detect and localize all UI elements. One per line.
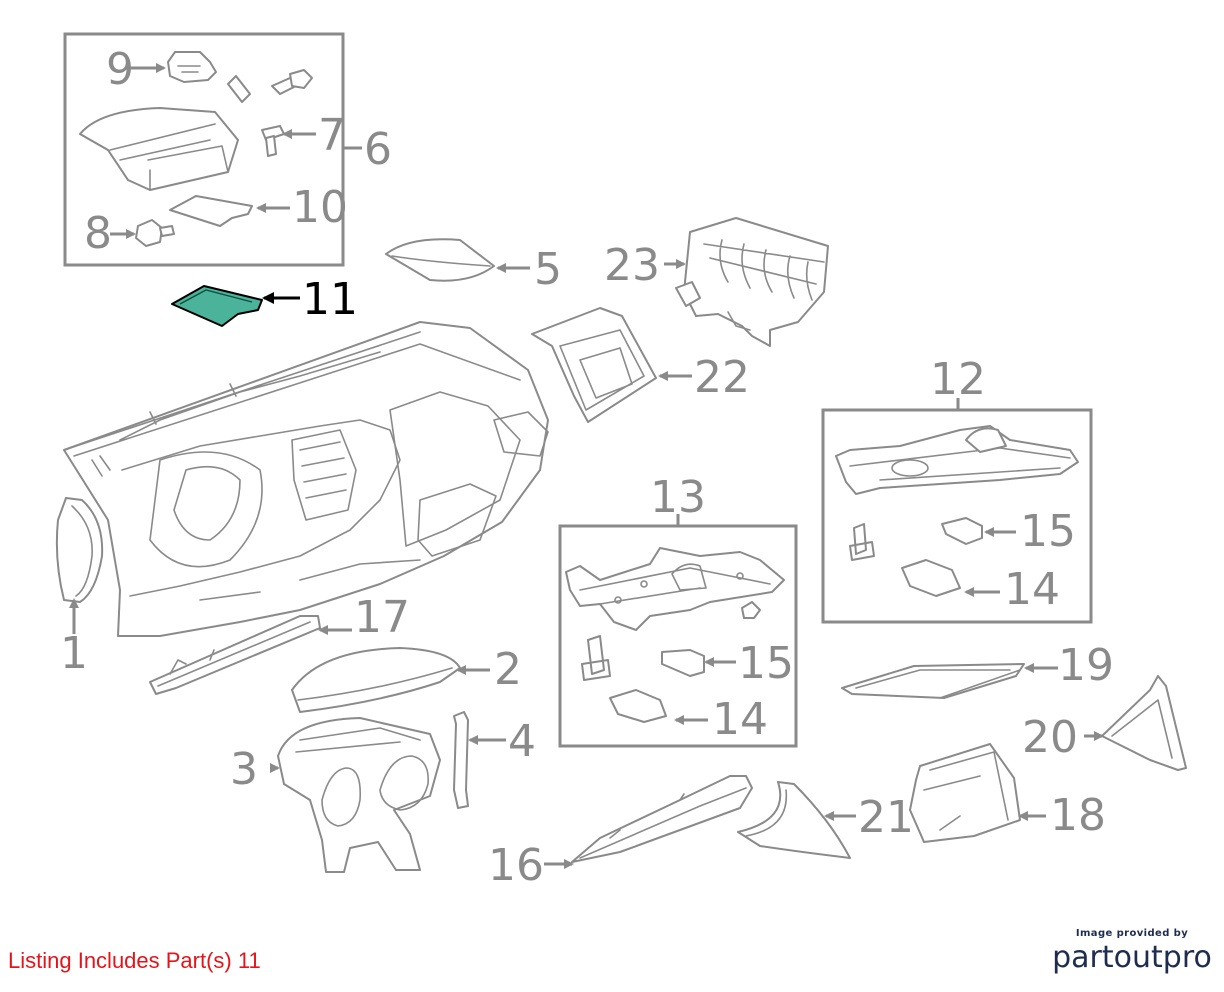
callout-13: 13 (650, 472, 706, 523)
callout-5: 5 (534, 244, 562, 295)
callout-6: 6 (364, 124, 392, 175)
callout-4: 4 (508, 716, 536, 767)
callout-14-group-13: 14 (712, 694, 768, 745)
provider-credit: Image provided by partoutpro (1052, 928, 1212, 975)
callout-11: 11 (302, 274, 358, 325)
part-7-bolt (261, 125, 285, 157)
callout-1: 1 (60, 628, 88, 679)
callout-8: 8 (84, 208, 112, 259)
part-instrument-panel (63, 321, 549, 637)
callout-19: 19 (1058, 640, 1114, 691)
part-19-tray (841, 663, 1058, 699)
callout-21: 21 (858, 792, 914, 843)
callout-17: 17 (354, 592, 410, 643)
part-20-panel (1084, 675, 1187, 771)
callout-10: 10 (292, 182, 348, 233)
part-13-clip (741, 601, 761, 619)
part-12-bracket (835, 425, 1079, 495)
partoutpro-logo: partoutpro (1052, 940, 1212, 975)
callout-7: 7 (318, 110, 346, 161)
part-17-trim (149, 615, 352, 695)
part-9-clip (167, 51, 217, 83)
callout-9: 9 (106, 44, 134, 95)
group-12-box (821, 398, 1093, 624)
part-2-cover (291, 647, 490, 713)
callout-16: 16 (488, 840, 544, 891)
part-18-bin (909, 743, 1046, 843)
part-21-trim (737, 781, 856, 859)
part-13-bracket (565, 547, 785, 631)
part-1-end-cap (55, 497, 104, 634)
part-14-socket-b (901, 559, 1000, 597)
callout-2: 2 (494, 644, 522, 695)
group-13-box (558, 514, 798, 748)
part-clip-pin (227, 75, 251, 103)
callout-22: 22 (694, 352, 750, 403)
part-15-bulb-a (661, 649, 736, 677)
part-22-panel (531, 307, 692, 423)
part-screw-top (271, 69, 313, 95)
part-16-trim (544, 775, 753, 869)
part-14-socket-a (609, 689, 708, 725)
part-13-bolt (581, 635, 611, 681)
part-3-cluster-bezel (270, 717, 441, 873)
provider-caption: Image provided by (1075, 928, 1189, 939)
callout-15-group-13: 15 (738, 638, 794, 689)
part-4-rod (453, 711, 506, 809)
group-6-box (63, 32, 362, 267)
callout-23: 23 (604, 240, 660, 291)
part-23-bracket (664, 217, 829, 347)
part-5-cover (385, 238, 530, 282)
callout-12: 12 (930, 354, 986, 405)
callout-3: 3 (230, 744, 258, 795)
callout-15-group-12: 15 (1020, 506, 1076, 557)
part-11-highlighted (171, 285, 300, 327)
callout-18: 18 (1050, 790, 1106, 841)
part-10-mat (169, 195, 253, 227)
callout-14-group-12: 14 (1004, 564, 1060, 615)
part-tray (79, 107, 239, 191)
listing-includes-note: Listing Includes Part(s) 11 (8, 948, 261, 973)
part-8-bolt (135, 219, 175, 247)
part-12-bolt (849, 523, 875, 561)
part-15-bulb-b (941, 517, 1016, 545)
callout-20: 20 (1022, 712, 1078, 763)
